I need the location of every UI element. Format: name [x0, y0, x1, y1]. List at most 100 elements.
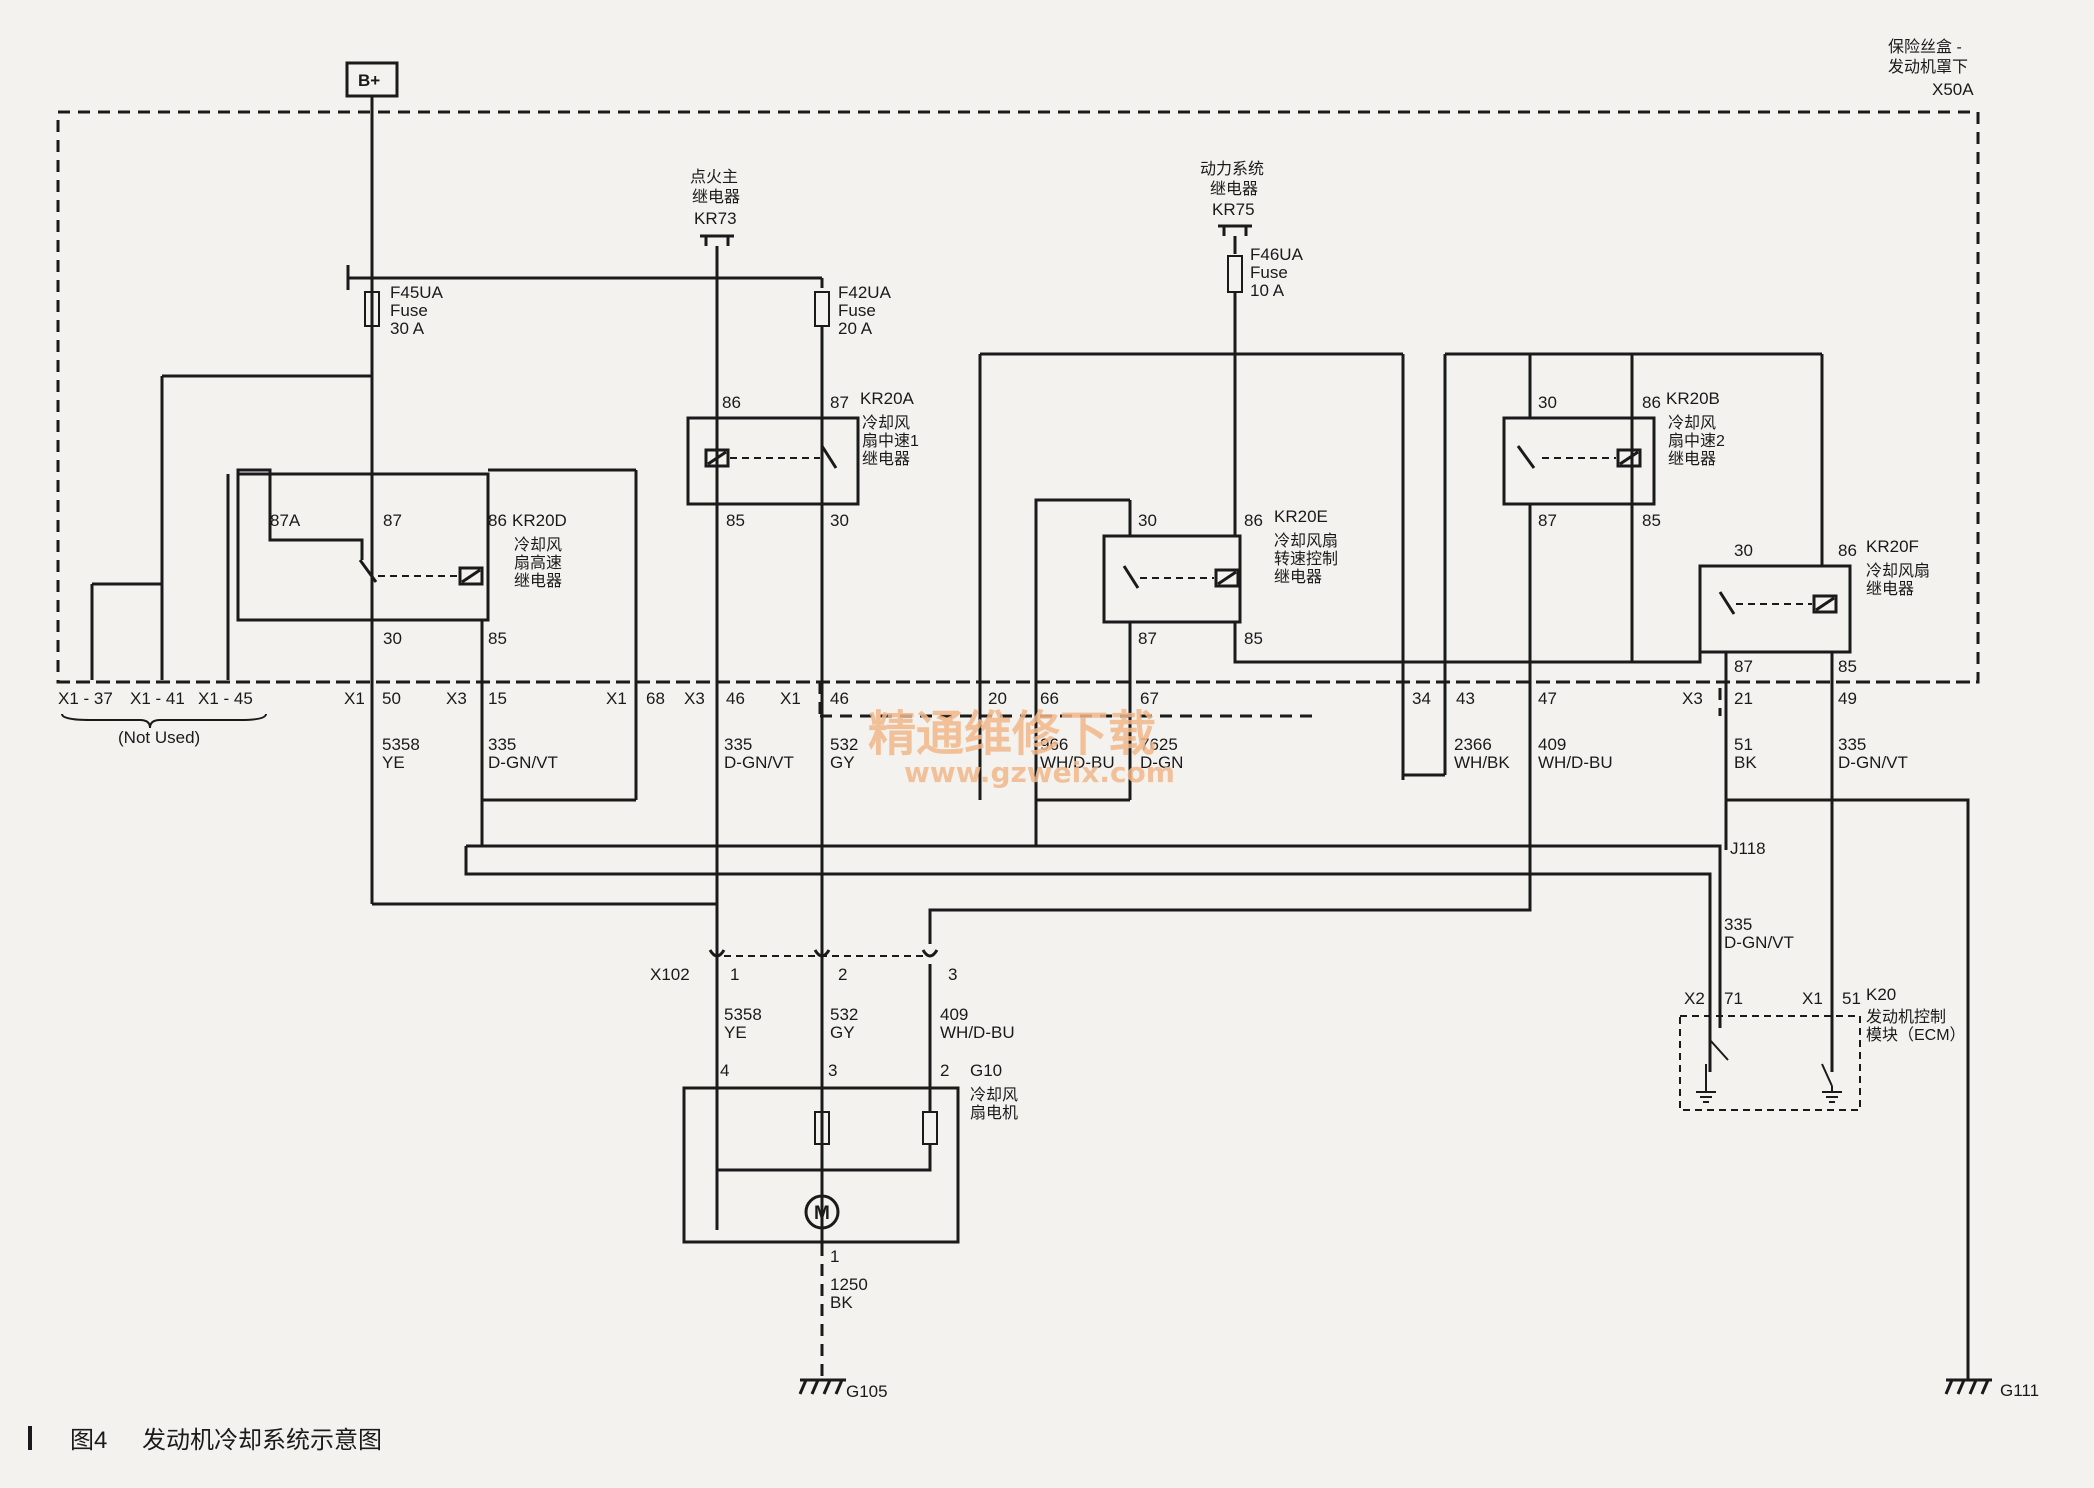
conn-pin-21: 21	[1734, 689, 1753, 708]
kr73-name-2: 继电器	[692, 188, 740, 206]
conn-pin-43: 43	[1456, 689, 1475, 708]
fuse-f45ua-rating: 30 A	[390, 319, 425, 338]
conn-x1-b: X1	[606, 689, 627, 708]
kr20d-id: KR20D	[512, 511, 567, 530]
kr20e-pin-85: 85	[1244, 629, 1263, 648]
wire-532b-color: GY	[830, 1023, 855, 1042]
ground-g111: G111	[2000, 1381, 2039, 1400]
fuse-box-name-1: 保险丝盒 -	[1888, 38, 1962, 56]
wire-335a-color: D-GN/VT	[488, 753, 558, 772]
kr20b-name-1: 冷却风	[1668, 414, 1716, 432]
kr20a-pin-30: 30	[830, 511, 849, 530]
kr20f-coil	[1812, 594, 1838, 614]
conn-x1-41: X1 - 41	[130, 689, 185, 708]
fuse-f46ua-id: F46UA	[1250, 245, 1304, 264]
wire-532-color: GY	[830, 753, 855, 772]
ecm-x2: X2	[1684, 989, 1705, 1008]
kr20e-name-1: 冷却风扇	[1274, 532, 1338, 550]
kr73-connector-icon	[700, 234, 734, 252]
kr20d-pin-30: 30	[383, 629, 402, 648]
kr73-id: KR73	[694, 209, 737, 228]
conn-pin-49: 49	[1838, 689, 1857, 708]
kr20d-name-2: 扇高速	[514, 554, 562, 572]
kr20d-pin-86: 86	[488, 511, 507, 530]
kr20f-name-1: 冷却风扇	[1866, 562, 1930, 580]
ground-g111-icon	[1944, 1378, 1992, 1395]
g10-pin-2: 2	[940, 1061, 949, 1080]
ground-g105: G105	[846, 1382, 888, 1401]
kr20a-name-3: 继电器	[862, 450, 910, 468]
g10-id: G10	[970, 1061, 1002, 1080]
kr20f-name-2: 继电器	[1866, 580, 1914, 598]
wire-335c-color: D-GN/VT	[1838, 753, 1908, 772]
g10-name-1: 冷却风	[970, 1086, 1018, 1104]
kr20e-name-3: 继电器	[1274, 568, 1322, 586]
not-used-label: (Not Used)	[118, 728, 200, 747]
fuse-f42ua-type: Fuse	[838, 301, 876, 320]
kr20d-name-1: 冷却风	[514, 536, 562, 554]
kr20a-name-1: 冷却风	[862, 414, 910, 432]
kr20d-pin-85: 85	[488, 629, 507, 648]
conn-x3-a: X3	[446, 689, 467, 708]
conn-x1-37: X1 - 37	[58, 689, 113, 708]
g10-pin-1: 1	[830, 1247, 839, 1266]
wire-335a-circuit: 335	[488, 735, 516, 754]
wire-335d-color: D-GN/VT	[1724, 933, 1794, 952]
caption-title: 发动机冷却系统示意图	[142, 1427, 382, 1454]
wire-966-circuit: 966	[1040, 735, 1068, 754]
wire-7625-color: D-GN	[1140, 753, 1183, 772]
conn-pin-68: 68	[646, 689, 665, 708]
fuse-f45ua-type: Fuse	[390, 301, 428, 320]
wire-5358-color: YE	[382, 753, 405, 772]
kr20b-id: KR20B	[1666, 389, 1720, 408]
motor-symbol: M	[814, 1203, 830, 1224]
kr20e-pin-86: 86	[1244, 511, 1263, 530]
kr20b-pin-86: 86	[1642, 393, 1661, 412]
kr20f-pin-86: 86	[1838, 541, 1857, 560]
ecm-ground-51-icon	[1822, 1086, 1842, 1103]
conn-x1-45: X1 - 45	[198, 689, 253, 708]
conn-pin-67: 67	[1140, 689, 1159, 708]
wire-335b-color: D-GN/VT	[724, 753, 794, 772]
x102-pin3-icon	[921, 934, 939, 958]
fuse-f42ua-rating: 20 A	[838, 319, 873, 338]
wire-335b-circuit: 335	[724, 735, 752, 754]
relay-kr20d	[236, 472, 490, 622]
wire-51-circuit: 51	[1734, 735, 1753, 754]
fuse-f45ua	[364, 291, 380, 327]
caption-figure: 图4	[70, 1427, 107, 1454]
kr20e-pin-87: 87	[1138, 629, 1157, 648]
wire-2366-circuit: 2366	[1454, 735, 1492, 754]
wire-532-circuit: 532	[830, 735, 858, 754]
conn-pin-15: 15	[488, 689, 507, 708]
ecm-name-1: 发动机控制	[1866, 1008, 1946, 1026]
splice-j118: J118	[1730, 839, 1766, 858]
ecm-x1: X1	[1802, 989, 1823, 1008]
fuse-f45ua-id: F45UA	[390, 283, 444, 302]
fuse-f46ua	[1227, 255, 1243, 293]
wire-1250-color: BK	[830, 1293, 853, 1312]
kr20a-pin-85: 85	[726, 511, 745, 530]
x102-pin-1: 1	[730, 965, 739, 984]
kr20b-pin-87: 87	[1538, 511, 1557, 530]
fuse-f46ua-rating: 10 A	[1250, 281, 1285, 300]
ground-g105-icon	[798, 1378, 846, 1395]
kr20a-pin-86: 86	[722, 393, 741, 412]
ecm-switch-51	[1821, 1040, 1833, 1087]
wire-5358b-color: YE	[724, 1023, 747, 1042]
x102-pin-2: 2	[838, 965, 847, 984]
relay-kr20a	[686, 416, 860, 506]
watermark-text: 精通维修下载	[868, 706, 1156, 762]
relay-kr20f	[1698, 564, 1852, 654]
conn-x1-c: X1	[780, 689, 801, 708]
ecm-switch-71	[1705, 1039, 1729, 1086]
g10-pin-3: 3	[828, 1061, 837, 1080]
wire-532b-circuit: 532	[830, 1005, 858, 1024]
kr75-name-2: 继电器	[1210, 180, 1258, 198]
wire-335d-circuit: 335	[1724, 915, 1752, 934]
wire-335c-circuit: 335	[1838, 735, 1866, 754]
conn-pin-46b: 46	[830, 689, 849, 708]
wire-409-color: WH/D-BU	[1538, 753, 1613, 772]
kr20d-coil	[458, 566, 484, 586]
